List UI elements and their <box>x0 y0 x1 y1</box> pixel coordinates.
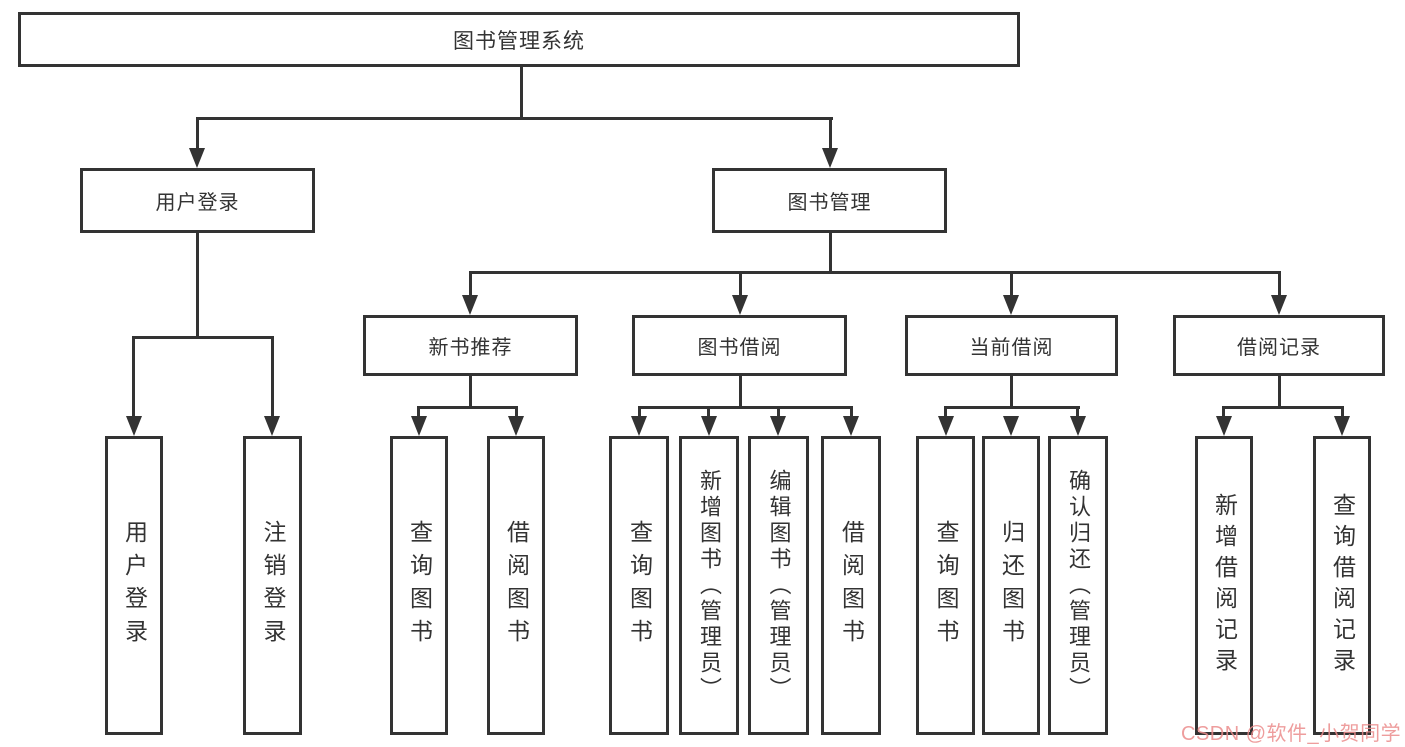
leaf-user-login: 用户登录 <box>105 436 163 735</box>
arrowhead-icon <box>1003 416 1019 436</box>
connector-line <box>739 375 742 408</box>
node-label: 图书管理系统 <box>453 29 585 53</box>
leaf-label: 归还图书 <box>998 519 1025 652</box>
arrowhead-icon <box>631 416 647 436</box>
leaf-label: 借阅图书 <box>503 519 530 652</box>
leaf-label: 编辑图书（管理员） <box>766 468 792 703</box>
arrowhead-icon <box>508 416 524 436</box>
connector-line <box>1278 271 1281 297</box>
leaf-edit-books-admin: 编辑图书（管理员） <box>748 436 809 735</box>
arrowhead-icon <box>126 416 142 436</box>
leaf-label: 查询图书 <box>626 519 653 652</box>
connector-line <box>469 375 472 408</box>
leaf-label: 用户登录 <box>121 519 148 652</box>
arrowhead-icon <box>1070 416 1086 436</box>
arrowhead-icon <box>1334 416 1350 436</box>
leaf-add-books-admin: 新增图书（管理员） <box>679 436 739 735</box>
connector-line <box>132 336 274 339</box>
connector-line <box>850 406 853 418</box>
node-book-management: 图书管理 <box>712 168 947 233</box>
leaf-query-books-borrowing: 查询图书 <box>609 436 669 735</box>
node-label: 借阅记录 <box>1237 337 1321 359</box>
leaf-label: 查询借阅记录 <box>1329 492 1356 679</box>
leaf-borrow-books-recommend: 借阅图书 <box>487 436 545 735</box>
node-user-login: 用户登录 <box>80 168 315 233</box>
arrowhead-icon <box>1271 295 1287 315</box>
connector-line <box>417 406 420 418</box>
connector-line <box>196 117 833 120</box>
node-label: 图书借阅 <box>697 337 782 359</box>
connector-line <box>638 406 641 418</box>
arrowhead-icon <box>462 295 478 315</box>
connector-line <box>271 336 274 418</box>
connector-line <box>515 406 518 418</box>
leaf-label: 确认归还（管理员） <box>1066 468 1091 703</box>
leaf-confirm-return-admin: 确认归还（管理员） <box>1048 436 1108 735</box>
leaf-label: 查询图书 <box>406 519 433 652</box>
node-current-borrowing: 当前借阅 <box>905 315 1118 376</box>
leaf-query-books-current: 查询图书 <box>916 436 975 735</box>
node-library-system: 图书管理系统 <box>18 12 1020 67</box>
leaf-logout: 注销登录 <box>243 436 302 735</box>
arrowhead-icon <box>822 148 838 168</box>
leaf-query-borrow-record: 查询借阅记录 <box>1313 436 1371 735</box>
connector-line <box>1341 406 1344 418</box>
connector-line <box>469 271 472 297</box>
connector-line <box>1222 406 1344 409</box>
node-label: 新书推荐 <box>428 337 513 359</box>
connector-line <box>196 117 199 150</box>
arrowhead-icon <box>189 148 205 168</box>
connector-line <box>196 232 199 338</box>
leaf-label: 注销登录 <box>260 519 286 652</box>
connector-line <box>944 406 1080 409</box>
connector-line <box>469 271 1281 274</box>
arrowhead-icon <box>411 416 427 436</box>
connector-line <box>520 66 523 118</box>
connector-line <box>829 117 832 150</box>
node-label: 当前借阅 <box>969 337 1054 359</box>
csdn-watermark: CSDN @软件_小贺同学 <box>1181 723 1402 745</box>
connector-line <box>1010 271 1013 297</box>
arrowhead-icon <box>1216 416 1232 436</box>
leaf-label: 新增借阅记录 <box>1211 492 1238 679</box>
node-book-borrowing: 图书借阅 <box>632 315 847 376</box>
connector-line <box>739 271 742 297</box>
connector-line <box>707 406 710 418</box>
arrowhead-icon <box>770 416 786 436</box>
leaf-return-books: 归还图书 <box>982 436 1040 735</box>
connector-line <box>1076 406 1079 418</box>
arrowhead-icon <box>701 416 717 436</box>
leaf-add-borrow-record: 新增借阅记录 <box>1195 436 1253 735</box>
connector-line <box>1010 375 1013 408</box>
node-label: 图书管理 <box>787 192 872 214</box>
leaf-label: 查询图书 <box>933 519 959 652</box>
connector-line <box>777 406 780 418</box>
connector-line <box>638 406 853 409</box>
arrowhead-icon <box>732 295 748 315</box>
leaf-label: 借阅图书 <box>838 519 865 652</box>
arrowhead-icon <box>843 416 859 436</box>
connector-line <box>417 406 518 409</box>
leaf-borrow-books: 借阅图书 <box>821 436 881 735</box>
leaf-query-books-recommend: 查询图书 <box>390 436 448 735</box>
connector-line <box>132 336 135 418</box>
connector-line <box>829 232 832 274</box>
arrowhead-icon <box>264 416 280 436</box>
arrowhead-icon <box>1003 295 1019 315</box>
arrowhead-icon <box>938 416 954 436</box>
connector-line <box>944 406 947 418</box>
leaf-label: 新增图书（管理员） <box>697 468 722 703</box>
connector-line <box>1222 406 1225 418</box>
node-borrowing-records: 借阅记录 <box>1173 315 1385 376</box>
node-label: 用户登录 <box>155 192 240 214</box>
connector-line <box>1278 375 1281 408</box>
node-new-book-recommend: 新书推荐 <box>363 315 578 376</box>
